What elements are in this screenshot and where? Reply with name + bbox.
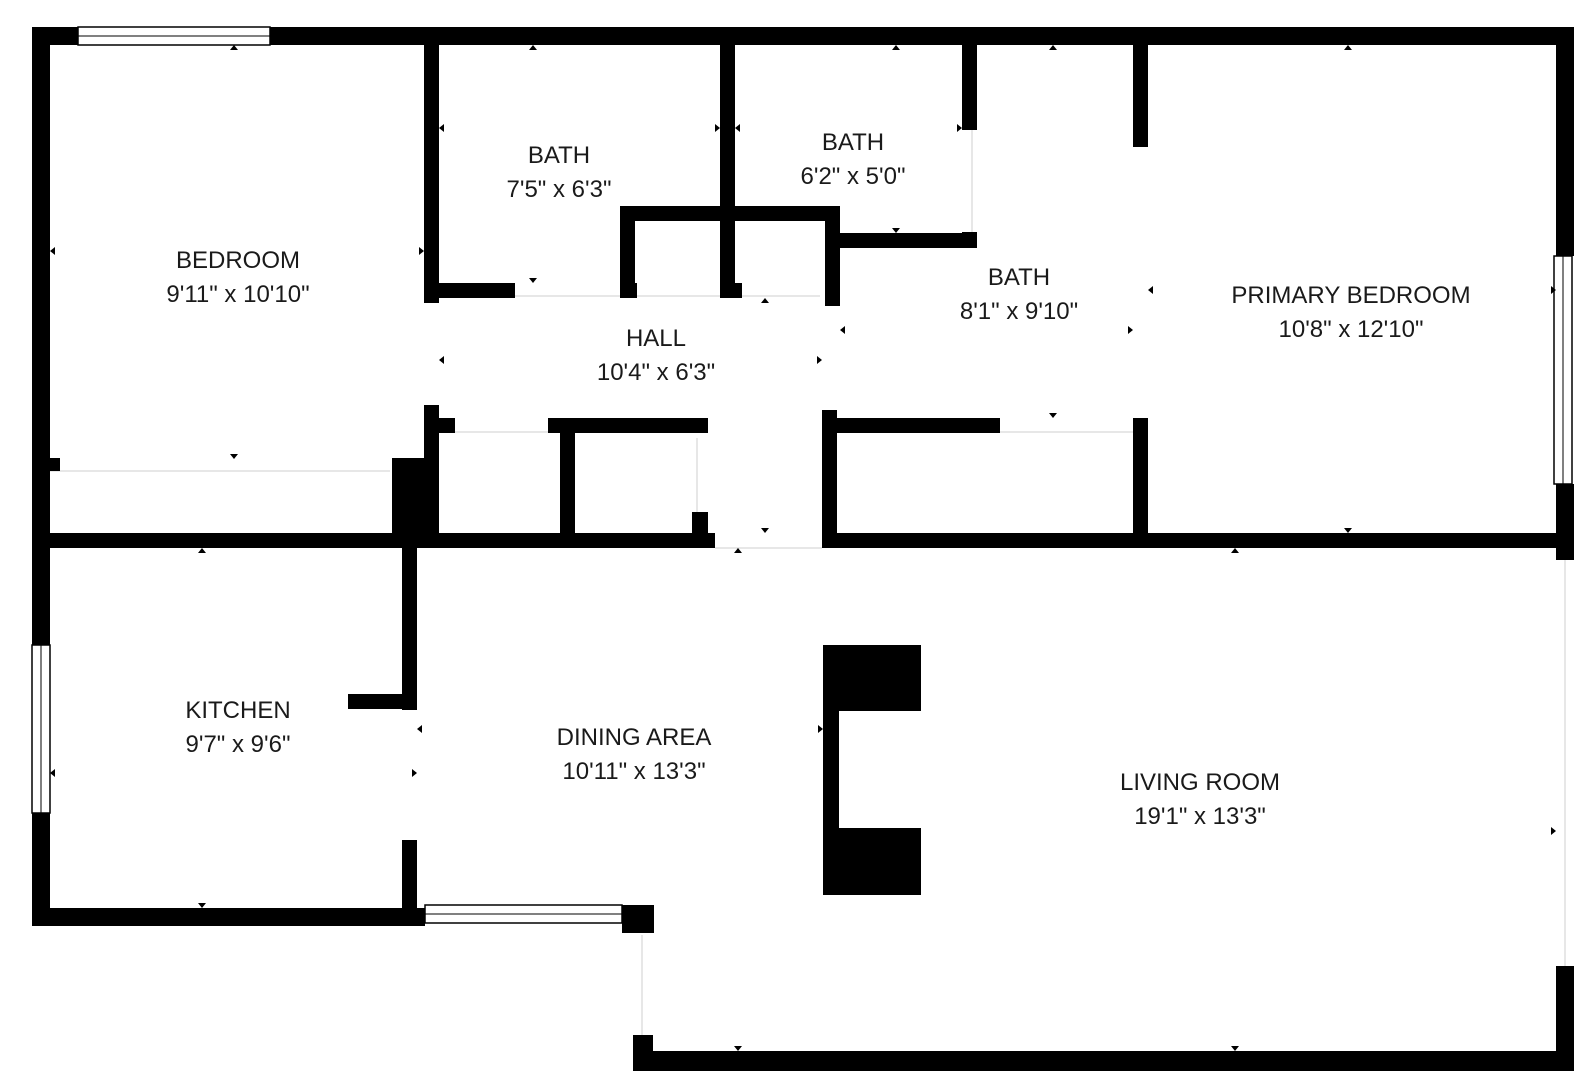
dimension-markers	[50, 45, 1556, 1051]
room-dimensions: 10'4" x 6'3"	[597, 359, 715, 386]
wall-closet-divider	[560, 418, 575, 548]
room-bedroom: BEDROOM 9'11" x 10'10"	[166, 247, 309, 308]
room-dimensions: 7'5" x 6'3"	[507, 176, 612, 203]
wall-mid-left	[32, 533, 715, 548]
window-primary-right	[1553, 255, 1573, 485]
room-primary-bedroom: PRIMARY BEDROOM 10'8" x 12'10"	[1231, 282, 1470, 343]
wall-closet-right-stub	[692, 512, 708, 548]
fireplace-bottom	[823, 828, 921, 895]
room-kitchen: KITCHEN 9'7" x 9'6"	[185, 697, 290, 758]
wall-hall-top-mid	[720, 283, 742, 298]
room-name: HALL	[626, 325, 686, 352]
room-dimensions: 19'1" x 13'3"	[1134, 803, 1266, 830]
room-name: LIVING ROOM	[1120, 769, 1280, 796]
room-name: BATH	[822, 129, 884, 156]
wall-bedroom-right	[424, 27, 439, 303]
wall-outer-bottom-right	[633, 1051, 1574, 1071]
wall-bath-divider	[720, 27, 735, 298]
wall-kitchen-right-bottom	[402, 840, 417, 926]
window-bedroom-top	[77, 26, 271, 46]
wall-outer-right-b	[1556, 484, 1574, 560]
room-labels: BEDROOM 9'11" x 10'10" BATH 7'5" x 6'3" …	[166, 129, 1470, 830]
wall-hall-low-top	[548, 418, 708, 433]
room-dimensions: 9'11" x 10'10"	[166, 281, 309, 308]
wall-hall-low-left-stub	[439, 418, 455, 433]
wall-primary-left-bottom	[1133, 418, 1148, 548]
wall-mid-right	[822, 533, 1574, 548]
wall-outer-left-b	[32, 813, 50, 926]
wall-bath1-bottom	[424, 283, 515, 298]
room-hall: HALL 10'4" x 6'3"	[597, 325, 715, 386]
wall-kitchen-stub	[348, 694, 417, 709]
wall-dining-corner	[622, 905, 654, 933]
window-kitchen-left	[31, 644, 51, 814]
room-bath-2: BATH 6'2" x 5'0"	[801, 129, 906, 190]
window-dining-bottom	[424, 904, 623, 924]
room-name: PRIMARY BEDROOM	[1231, 282, 1470, 309]
wall-bath2-right-low	[962, 232, 977, 248]
room-name: BATH	[988, 264, 1050, 291]
room-bath-3: BATH 8'1" x 9'10"	[960, 264, 1078, 325]
wall-bedroom-closet-stub	[50, 458, 60, 471]
room-dimensions: 8'1" x 9'10"	[960, 298, 1078, 325]
wall-kitchen-right-top	[402, 548, 417, 710]
room-dimensions: 10'11" x 13'3"	[562, 758, 705, 785]
wall-outer-left-a	[32, 27, 50, 645]
wall-linen-left	[620, 206, 635, 298]
wall-outer-top-b	[270, 27, 1574, 45]
room-bath-1: BATH 7'5" x 6'3"	[507, 142, 612, 203]
wall-outer-bottom-left	[32, 908, 425, 926]
wall-outer-right-c	[1556, 966, 1574, 1071]
wall-bath3-bottom	[822, 418, 1000, 433]
room-dining-area: DINING AREA 10'11" x 13'3"	[557, 724, 712, 785]
wall-linen-stub	[620, 283, 637, 298]
room-name: KITCHEN	[185, 697, 290, 724]
wall-hall-right-low	[822, 410, 837, 548]
wall-bath2-bottom	[825, 233, 977, 248]
room-name: BATH	[528, 142, 590, 169]
wall-bedroom-closet-block	[392, 458, 439, 548]
wall-linen-top	[620, 206, 840, 221]
room-dimensions: 9'7" x 9'6"	[186, 731, 291, 758]
openings	[50, 130, 1566, 1050]
wall-primary-left-top	[1133, 27, 1148, 147]
windows	[31, 26, 1573, 924]
walls	[32, 27, 1574, 1071]
room-name: DINING AREA	[557, 724, 712, 751]
room-name: BEDROOM	[176, 247, 300, 274]
fireplace-top	[823, 645, 921, 711]
room-dimensions: 6'2" x 5'0"	[801, 163, 906, 190]
wall-linen-right	[825, 206, 840, 306]
room-living-room: LIVING ROOM 19'1" x 13'3"	[1120, 769, 1280, 830]
wall-bottom-left-post	[633, 1035, 653, 1071]
room-dimensions: 10'8" x 12'10"	[1279, 316, 1424, 343]
wall-bath2-right	[962, 27, 977, 130]
wall-outer-right-a	[1556, 27, 1574, 256]
